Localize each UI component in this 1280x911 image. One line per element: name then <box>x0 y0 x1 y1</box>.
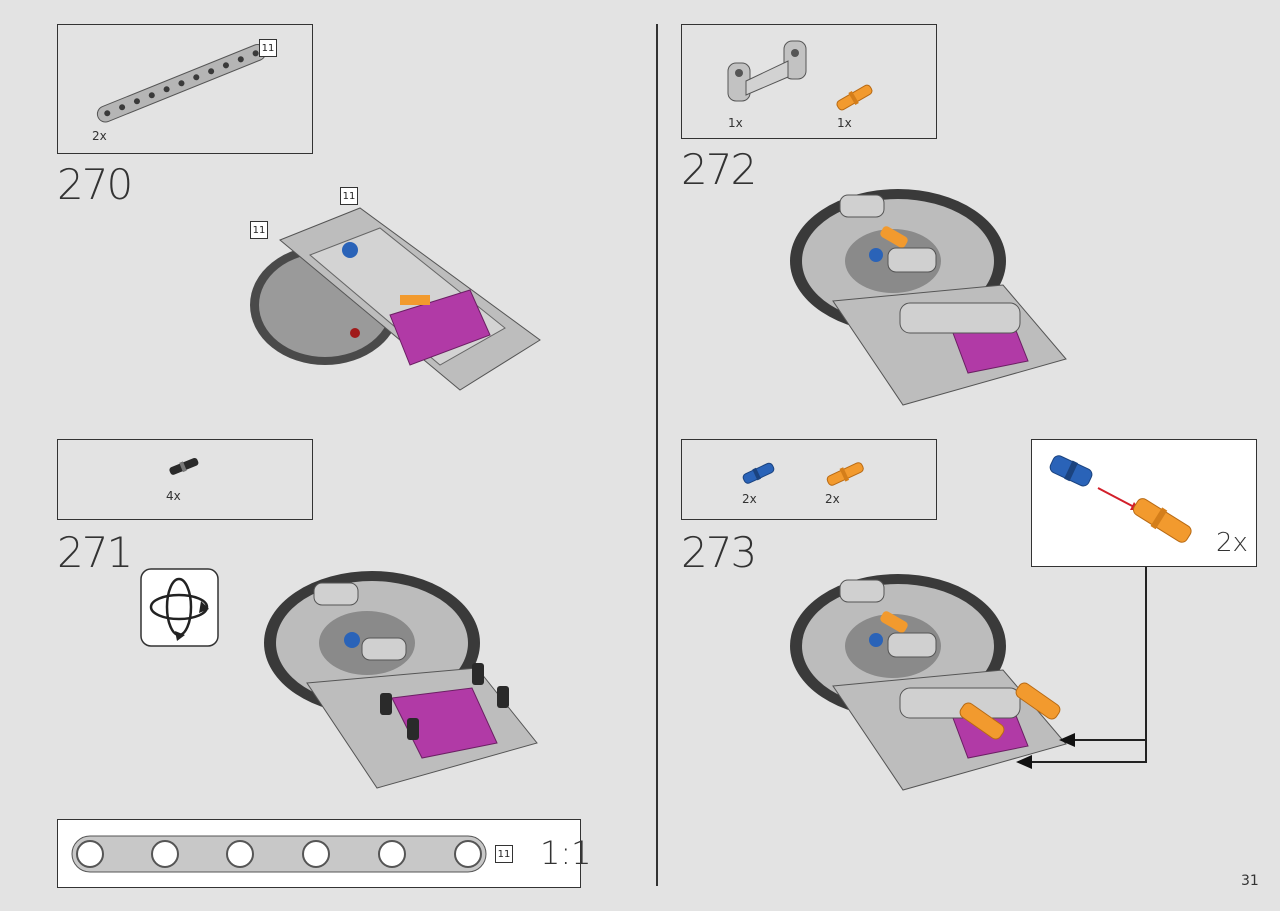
parts-box-271: 4x <box>57 439 313 520</box>
part-qty: 2x <box>92 129 107 143</box>
scale-ruler-box: 11 1:1 <box>57 819 592 888</box>
orange-axle-pin-icon <box>826 462 864 486</box>
model-assembly-272 <box>790 189 1067 406</box>
parts-box-270: 11 2x <box>57 24 313 154</box>
scale-beam-icon <box>71 835 487 873</box>
part-qty: 2x <box>825 492 840 506</box>
gray-beam-11-icon <box>96 44 266 123</box>
model-assembly-273 <box>790 574 1067 791</box>
orange-axle-pin-icon <box>836 84 873 111</box>
parts-box-273: 2x 2x <box>681 439 937 520</box>
callout-length-label: 11 <box>250 221 268 239</box>
subassembly-qty: 2x <box>1216 528 1248 558</box>
black-pin-icon <box>169 457 199 475</box>
part-qty: 2x <box>742 492 757 506</box>
step-number-272: 272 <box>681 145 757 194</box>
part-qty: 4x <box>166 489 181 503</box>
step-number-273: 273 <box>681 528 757 577</box>
rotate-model-icon <box>140 568 219 647</box>
page-divider <box>656 24 658 886</box>
subassembly-callout: 2x <box>1031 439 1257 567</box>
model-assembly-270 <box>250 207 541 391</box>
page-number: 31 <box>1241 873 1259 889</box>
blue-pin-icon <box>742 462 775 484</box>
model-assembly-271 <box>264 571 538 789</box>
step-number-270: 270 <box>57 160 133 209</box>
parts-box-272: 1x 1x <box>681 24 937 139</box>
part-qty: 1x <box>728 116 743 130</box>
step-number-271: 271 <box>57 528 133 577</box>
scale-length-label: 11 <box>495 845 513 863</box>
callout-length-label: 11 <box>340 187 358 205</box>
blue-pin-into-orange-pin-icon <box>1049 455 1192 543</box>
scale-label: 1:1 <box>540 834 592 872</box>
part-qty: 1x <box>837 116 852 130</box>
beam-length-label: 11 <box>259 39 277 57</box>
gray-h-frame-icon <box>727 40 807 102</box>
